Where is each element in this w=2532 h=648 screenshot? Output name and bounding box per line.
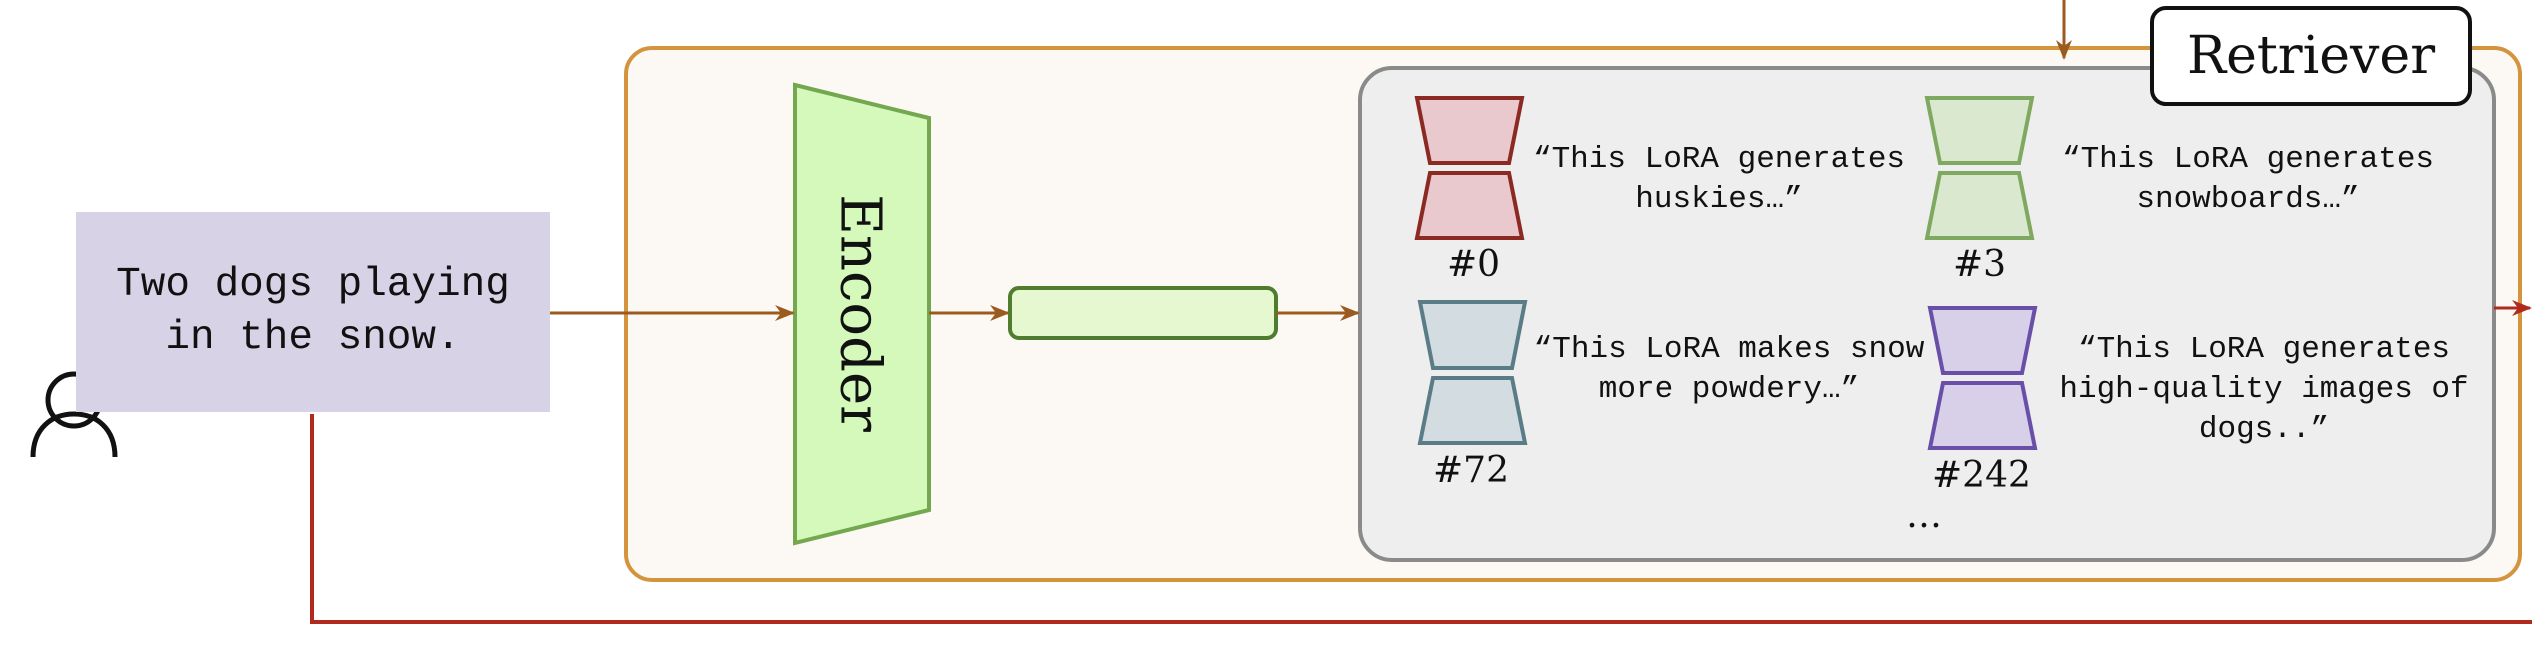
query-text: Two dogs playing in the snow. xyxy=(116,262,510,361)
lora-0-description: “This LoRA generates huskies…” xyxy=(1532,142,1906,217)
lora-72-description: “This LoRA makes snow more powdery…” xyxy=(1533,332,1925,407)
lora-72-id: #72 xyxy=(1433,450,1509,491)
lora-72-icon xyxy=(1417,300,1528,445)
lora-242-id: #242 xyxy=(1932,455,2031,496)
more-loras-indicator: … xyxy=(1906,495,1942,536)
lora-242-description: “This LoRA generates high-quality images… xyxy=(2059,332,2469,447)
bypass-line xyxy=(310,414,2532,624)
embedding-box xyxy=(1008,286,1278,340)
lora-3-description: “This LoRA generates snowboards…” xyxy=(2061,142,2435,217)
lora-3-icon xyxy=(1924,96,2035,240)
lora-pool-box xyxy=(1358,66,2496,562)
query-box: Two dogs playing in the snow. xyxy=(76,212,550,412)
lora-3-id: #3 xyxy=(1953,244,2007,285)
retriever-label: Retriever xyxy=(2186,26,2436,86)
encoder-shape xyxy=(793,82,931,546)
retriever-label-box: Retriever xyxy=(2150,6,2472,106)
lora-0-id: #0 xyxy=(1447,244,1501,285)
lora-0-icon xyxy=(1414,96,1525,240)
encoder-label: Encoder xyxy=(827,194,893,432)
lora-242-icon xyxy=(1927,306,2038,450)
